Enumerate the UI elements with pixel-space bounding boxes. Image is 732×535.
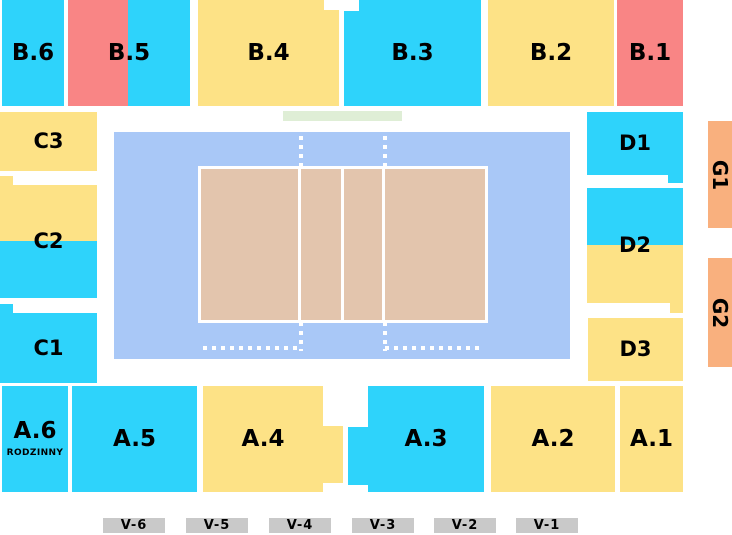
vip-table-v3[interactable]: V-3: [352, 518, 414, 533]
section-a2-label: A.2: [531, 425, 575, 452]
section-b6[interactable]: B.6: [2, 0, 64, 106]
section-c3[interactable]: C3: [0, 112, 97, 171]
section-b4-notch: [324, 0, 339, 10]
section-a6[interactable]: A.6 RODZINNY: [2, 386, 68, 492]
attack-line-extension-bottom-right: [383, 322, 387, 351]
section-a3[interactable]: A.3: [348, 386, 484, 492]
court-floor: [201, 169, 485, 320]
section-b1-label: B.1: [628, 39, 672, 66]
section-c2[interactable]: C2: [0, 176, 97, 298]
section-a6-label: A.6: [13, 418, 57, 444]
section-a5[interactable]: A.5: [72, 386, 197, 492]
section-g1-label: G1: [708, 159, 732, 190]
section-a4-label: A.4: [241, 425, 285, 452]
bench-strip: [283, 111, 402, 121]
section-a1[interactable]: A.1: [620, 386, 683, 492]
section-a6-sublabel: RODZINNY: [6, 448, 64, 458]
section-a3-label: A.3: [404, 425, 448, 452]
section-b2[interactable]: B.2: [488, 0, 614, 106]
section-b4-label: B.4: [247, 39, 290, 66]
section-b3-label: B.3: [391, 39, 434, 66]
attack-line-extension-top-left: [299, 136, 303, 166]
section-d3-label: D3: [619, 337, 652, 361]
section-g2[interactable]: G2: [708, 258, 732, 367]
section-d3[interactable]: D3: [588, 318, 683, 381]
section-a3-tab: [348, 427, 368, 485]
section-c3-label: C3: [33, 129, 64, 153]
section-b2-label: B.2: [529, 39, 573, 66]
vip-table-v1[interactable]: V-1: [516, 518, 578, 533]
section-a4-tab: [323, 426, 343, 483]
section-c2-tab: [0, 176, 13, 185]
section-b5[interactable]: B.5: [68, 0, 190, 106]
section-b5-label: B.5: [107, 39, 151, 66]
vip-table-v4-label: V-4: [286, 518, 314, 533]
vip-table-v5[interactable]: V-5: [186, 518, 248, 533]
section-d1-tab: [668, 175, 683, 183]
attack-line-right: [382, 169, 385, 320]
attack-line-extension-top-right: [383, 136, 387, 166]
attack-line-left: [298, 169, 301, 320]
center-line: [341, 169, 344, 320]
section-d2-label: D2: [618, 233, 652, 257]
section-a1-label: A.1: [630, 425, 673, 452]
vip-table-v1-label: V-1: [533, 518, 561, 533]
attack-line-extension-bottom-left: [299, 322, 303, 351]
vip-table-v3-label: V-3: [369, 518, 397, 533]
section-g1[interactable]: G1: [708, 121, 732, 228]
court-area: [114, 132, 570, 359]
vip-table-v6[interactable]: V-6: [103, 518, 165, 533]
vip-table-v2-label: V-2: [451, 518, 479, 533]
section-c1-tab: [0, 304, 13, 313]
section-c2-label: C2: [33, 229, 64, 253]
court-boundary: [198, 166, 488, 323]
section-g2-label: G2: [708, 297, 732, 328]
section-a4[interactable]: A.4: [203, 386, 343, 492]
section-b1[interactable]: B.1: [617, 0, 683, 106]
section-b6-label: B.6: [11, 39, 55, 66]
section-b3[interactable]: B.3: [344, 0, 481, 106]
section-c1-label: C1: [33, 335, 64, 360]
section-d2[interactable]: D2: [587, 188, 683, 313]
vip-table-v2[interactable]: V-2: [434, 518, 496, 533]
section-a5-label: A.5: [113, 425, 156, 452]
free-zone-line-right: [385, 346, 479, 350]
vip-table-v6-label: V-6: [120, 518, 148, 533]
vip-table-v5-label: V-5: [203, 518, 231, 533]
section-b3-notch: [344, 0, 359, 11]
section-a2[interactable]: A.2: [491, 386, 615, 492]
section-d1[interactable]: D1: [587, 112, 683, 183]
section-d2-tab: [670, 303, 683, 313]
vip-table-v4[interactable]: V-4: [269, 518, 331, 533]
section-c1[interactable]: C1: [0, 304, 97, 383]
section-d1-label: D1: [618, 131, 652, 155]
free-zone-line-left: [203, 346, 299, 350]
section-b4[interactable]: B.4: [198, 0, 339, 106]
